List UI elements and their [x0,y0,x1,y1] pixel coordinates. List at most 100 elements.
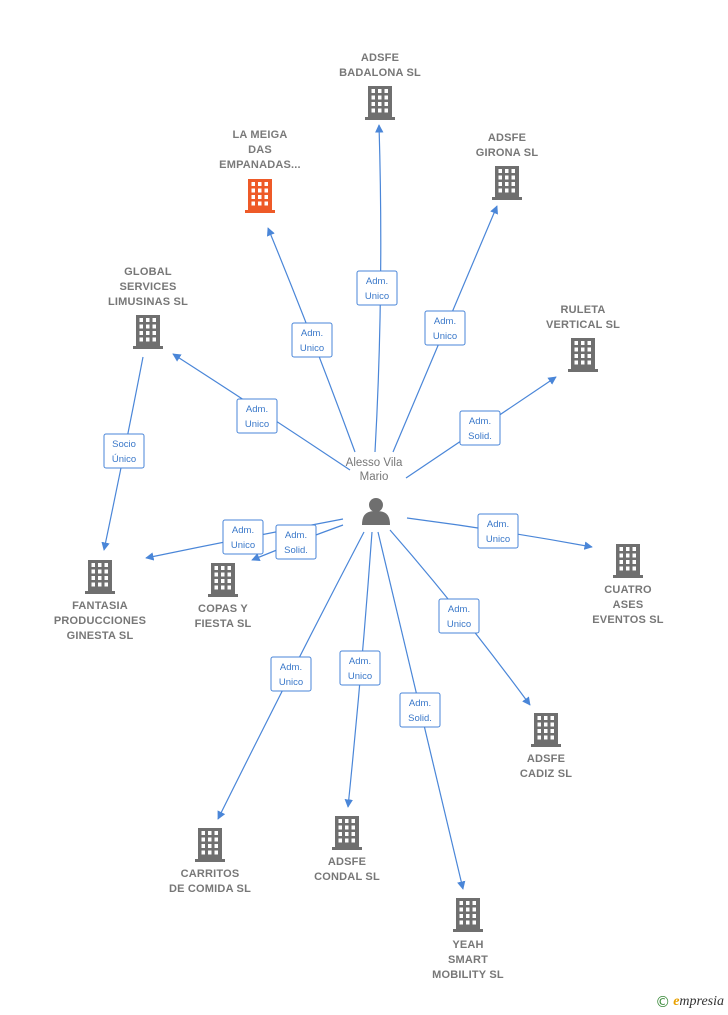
relation-label-cadiz[interactable]: Adm.Unico [438,598,480,634]
company-name-line[interactable]: CARRITOS [181,868,240,880]
person-icon[interactable] [362,498,390,525]
building-icon[interactable] [453,898,483,932]
relation-label-condal[interactable]: Adm. Unico [339,650,381,686]
relation-text: Unico [365,291,389,302]
relation-text: Adm. [366,276,388,287]
company-name-line[interactable]: DAS [248,144,272,156]
relation-label-cuatro[interactable]: Adm. Unico [477,513,519,549]
building-icon[interactable] [133,315,163,349]
brand-name: empresia [673,994,724,1009]
relation-text: Solid. [408,713,432,724]
company-name-line[interactable]: ADSFE [488,132,526,144]
company-name-line[interactable]: GINESTA SL [67,630,134,642]
company-name-line[interactable]: SMART [448,954,488,966]
company-name-line[interactable]: MOBILITY SL [432,969,504,981]
building-icon[interactable] [568,338,598,372]
relation-label-copas[interactable]: Adm. Solid. [275,524,317,560]
relation-text: Solid. [284,545,308,556]
relation-text: Adm. [301,328,323,339]
company-name-line[interactable]: VERTICAL SL [546,319,620,331]
company-node-yeah[interactable]: YEAH SMART MOBILITY SL [432,898,504,981]
company-name-line[interactable]: CADIZ SL [520,768,572,780]
company-name-line[interactable]: COPAS Y [198,603,248,615]
company-name-line[interactable]: CUATRO [604,584,652,596]
company-node-carritos[interactable]: CARRITOS DE COMIDA SL [169,828,251,895]
building-icon[interactable] [85,560,115,594]
relation-text: Unico [447,619,471,630]
building-icon[interactable] [365,86,395,120]
building-icon[interactable] [492,166,522,200]
relation-label-badalona[interactable]: Adm. Unico [356,270,398,306]
company-name-line[interactable]: RULETA [561,304,606,316]
company-node-fantasia[interactable]: FANTASIA PRODUCCIONES GINESTA SL [54,560,146,642]
center-name-line: Alesso Vila [346,457,403,469]
relation-text: Adm. [434,316,456,327]
building-icon[interactable] [195,828,225,862]
relation-text: Socio [112,439,136,450]
company-name-line[interactable]: SERVICES [119,281,176,293]
relation-text: Adm. [232,525,254,536]
company-name-line[interactable]: ADSFE [361,52,399,64]
company-node-cadiz[interactable]: ADSFE CADIZ SL [520,713,572,780]
company-node-la-meiga[interactable]: LA MEIGA DAS EMPANADAS... [219,129,301,213]
edges-layer [101,124,593,890]
brand-watermark: © empresia [655,993,724,1011]
company-name-line[interactable]: CONDAL SL [314,871,380,883]
company-name-line[interactable]: FIESTA SL [195,618,252,630]
company-name-line[interactable]: LA MEIGA [233,129,288,141]
relation-text: Adm. [349,656,371,667]
relation-text: Adm. [469,416,491,427]
building-icon[interactable] [332,816,362,850]
company-name-line[interactable]: YEAH [452,939,483,951]
company-name-line[interactable]: PRODUCCIONES [54,615,146,627]
relation-text: Adm. [409,698,431,709]
relation-text: Adm. [280,662,302,673]
relation-label-fantasia[interactable]: Adm. Unico [222,519,264,555]
relation-text: Solid. [468,431,492,442]
building-icon[interactable] [531,713,561,747]
building-icon[interactable] [245,179,275,213]
company-name-line[interactable]: LIMUSINAS SL [108,296,188,308]
company-node-badalona[interactable]: ADSFE BADALONA SL [339,52,421,120]
relation-text: Adm. [487,519,509,530]
company-name-line[interactable]: GLOBAL [124,266,172,278]
relation-text: Unico [300,343,324,354]
company-name-line[interactable]: DE COMIDA SL [169,883,251,895]
company-name-line[interactable]: ADSFE [527,753,565,765]
company-node-condal[interactable]: ADSFE CONDAL SL [314,816,380,883]
relation-text: Unico [231,540,255,551]
company-node-copas[interactable]: COPAS Y FIESTA SL [195,563,252,630]
relation-text: Unico [245,419,269,430]
company-name-line[interactable]: EVENTOS SL [592,614,664,626]
relation-text: Adm. [285,530,307,541]
company-name-line[interactable]: ASES [613,599,644,611]
relation-text: Único [112,454,136,465]
relation-label-carritos[interactable]: Adm. Unico [270,656,312,692]
company-node-global[interactable]: GLOBAL SERVICES LIMUSINAS SL [108,266,188,349]
company-name-line[interactable]: ADSFE [328,856,366,868]
relation-text: Unico [486,534,510,545]
company-name-line[interactable]: BADALONA SL [339,67,421,79]
company-node-girona[interactable]: ADSFE GIRONA SL [476,132,539,200]
relation-text: Unico [279,677,303,688]
company-node-ruleta[interactable]: RULETA VERTICAL SL [546,304,620,372]
relation-label-ruleta[interactable]: Adm. Solid. [459,410,501,446]
relation-text: Adm. [246,404,268,415]
company-node-cuatro[interactable]: CUATRO ASES EVENTOS SL [592,544,664,626]
building-icon[interactable] [208,563,238,597]
relation-label-global[interactable]: Adm. Unico [236,398,278,434]
company-name-line[interactable]: GIRONA SL [476,147,539,159]
relation-label-yeah[interactable]: Adm. Solid. [399,692,441,728]
relation-label-girona[interactable]: Adm.Unico [424,310,466,346]
relation-label-la-meiga[interactable]: Adm. Unico [291,322,333,358]
building-icon[interactable] [613,544,643,578]
company-name-line[interactable]: EMPANADAS... [219,159,301,171]
company-name-line[interactable]: FANTASIA [72,600,128,612]
center-name-line: Mario [360,471,389,483]
relation-text: Unico [348,671,372,682]
